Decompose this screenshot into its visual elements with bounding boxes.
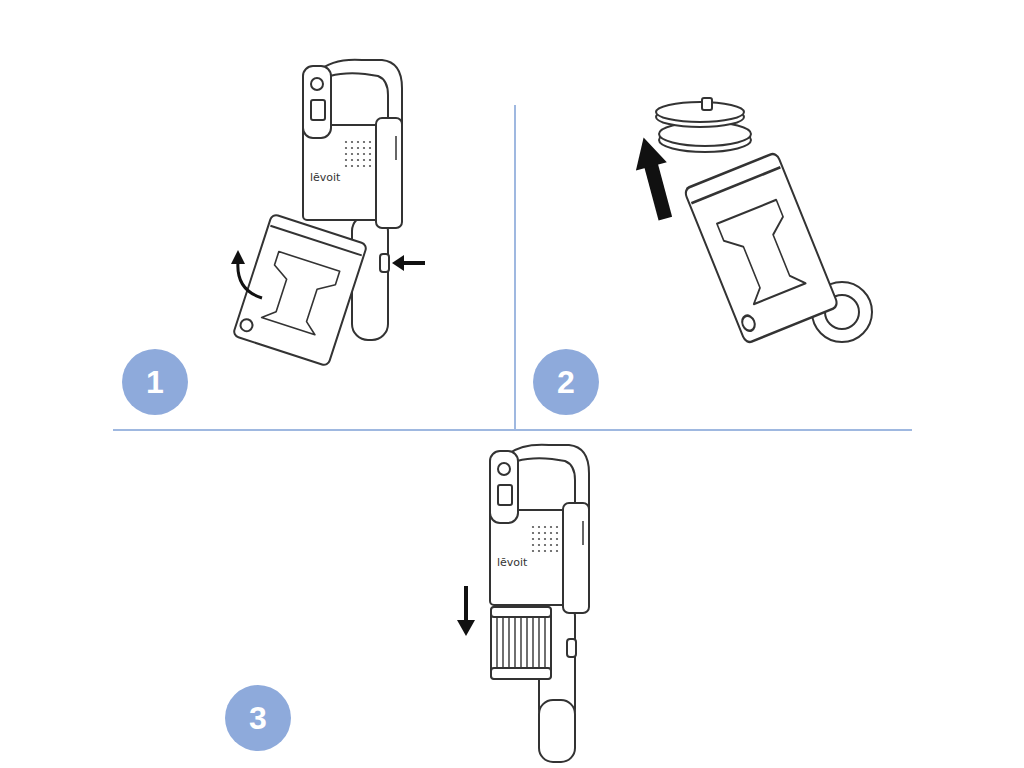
brand-label: lēvoit bbox=[497, 557, 527, 568]
step-number: 3 bbox=[249, 702, 267, 734]
step-circle: 1 bbox=[122, 349, 188, 415]
rotate-arrow bbox=[231, 250, 262, 298]
dust-cup bbox=[233, 214, 368, 367]
step-circle: 2 bbox=[533, 349, 599, 415]
lift-arrow bbox=[628, 133, 681, 222]
step-number: 2 bbox=[557, 366, 575, 398]
panel-divider bbox=[113, 429, 912, 431]
tube bbox=[539, 700, 575, 762]
filter-rings bbox=[656, 98, 751, 152]
insert-arrow bbox=[457, 586, 475, 636]
release-arrow bbox=[392, 255, 425, 271]
filter bbox=[491, 607, 551, 679]
vacuum-body bbox=[490, 445, 589, 725]
panel-divider bbox=[514, 105, 516, 430]
step-number: 1 bbox=[146, 366, 164, 398]
dust-cup bbox=[684, 152, 839, 344]
step-circle: 3 bbox=[225, 685, 291, 751]
brand-label: lēvoit bbox=[310, 172, 340, 183]
